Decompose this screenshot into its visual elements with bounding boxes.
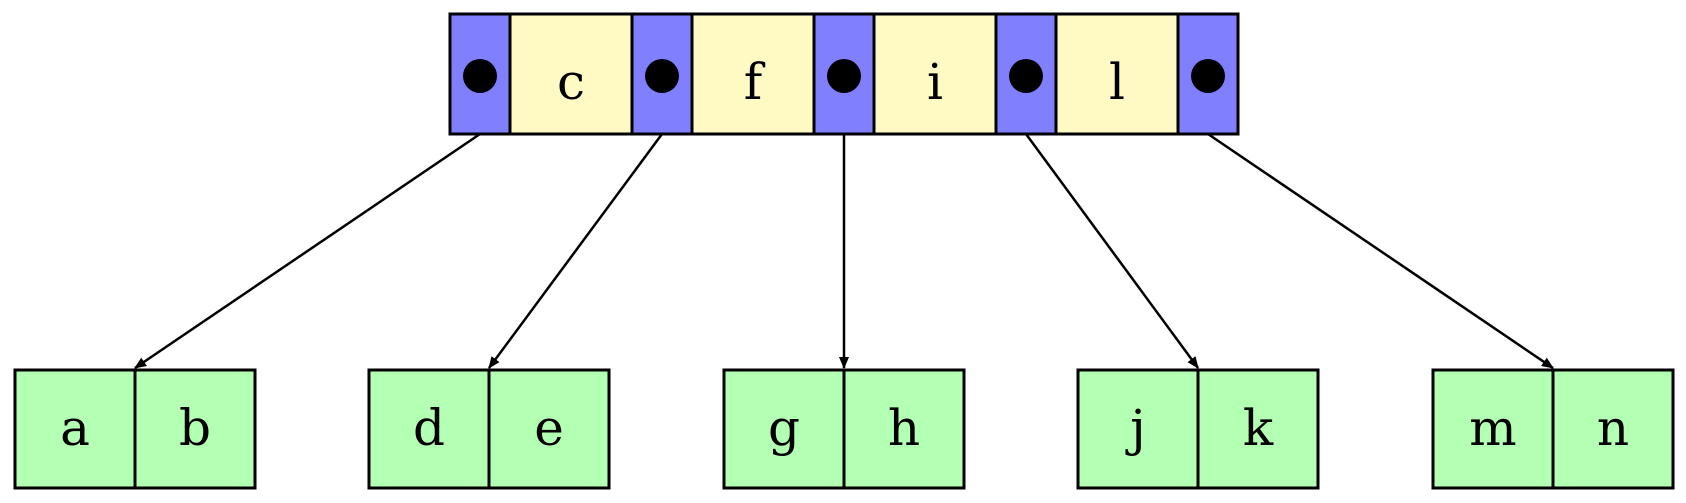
leaf-key-label: b [179, 399, 211, 457]
root-key-cell-0: c [508, 12, 634, 136]
leaf-cell [842, 368, 966, 490]
leaf-key-label: d [413, 399, 445, 457]
leaf-cell [1431, 368, 1555, 490]
root-pointer-cell-4 [1176, 12, 1240, 136]
root-key-label: c [557, 53, 585, 111]
leaf-cell [133, 368, 257, 490]
root-key-cell-1: f [690, 12, 816, 136]
leaf-cell [722, 368, 846, 490]
leaf-key-label: a [60, 399, 90, 457]
root-pointer-cell-1 [630, 12, 694, 136]
leaf-cell [1196, 368, 1320, 490]
leaf-key-label: j [1125, 399, 1146, 457]
edge-arrow-1 [487, 133, 664, 369]
leaf-key-label: h [888, 399, 920, 457]
root-key-label: f [744, 53, 766, 111]
leaf-cell [487, 368, 611, 490]
leaf-key-label: n [1597, 399, 1629, 457]
root-key-label: l [1109, 53, 1125, 111]
leaf-key-label: m [1469, 399, 1516, 457]
pointer-dot [645, 59, 679, 93]
root-key-cell-3: l [1054, 12, 1180, 136]
root-pointer-cell-0 [448, 12, 512, 136]
root-key-cell-2: i [872, 12, 998, 136]
pointer-dot [1009, 59, 1043, 93]
leaf-cell [13, 368, 137, 490]
leaf-key-label: k [1243, 399, 1274, 457]
pointer-dot [827, 59, 861, 93]
edge-arrow-0 [134, 132, 481, 370]
leaf-cell [367, 368, 491, 490]
leaf-cell [1551, 368, 1675, 490]
root-pointer-cell-3 [994, 12, 1058, 136]
pointer-dot [463, 59, 497, 93]
edges [134, 132, 1554, 370]
edge-arrow-4 [1207, 132, 1554, 370]
leaf-key-label: e [534, 399, 564, 457]
edge-arrow-3 [1024, 133, 1200, 369]
pointer-dot [1191, 59, 1225, 93]
root-key-label: i [927, 53, 943, 111]
root-pointer-cell-2 [812, 12, 876, 136]
leaf-key-label: g [768, 399, 800, 457]
